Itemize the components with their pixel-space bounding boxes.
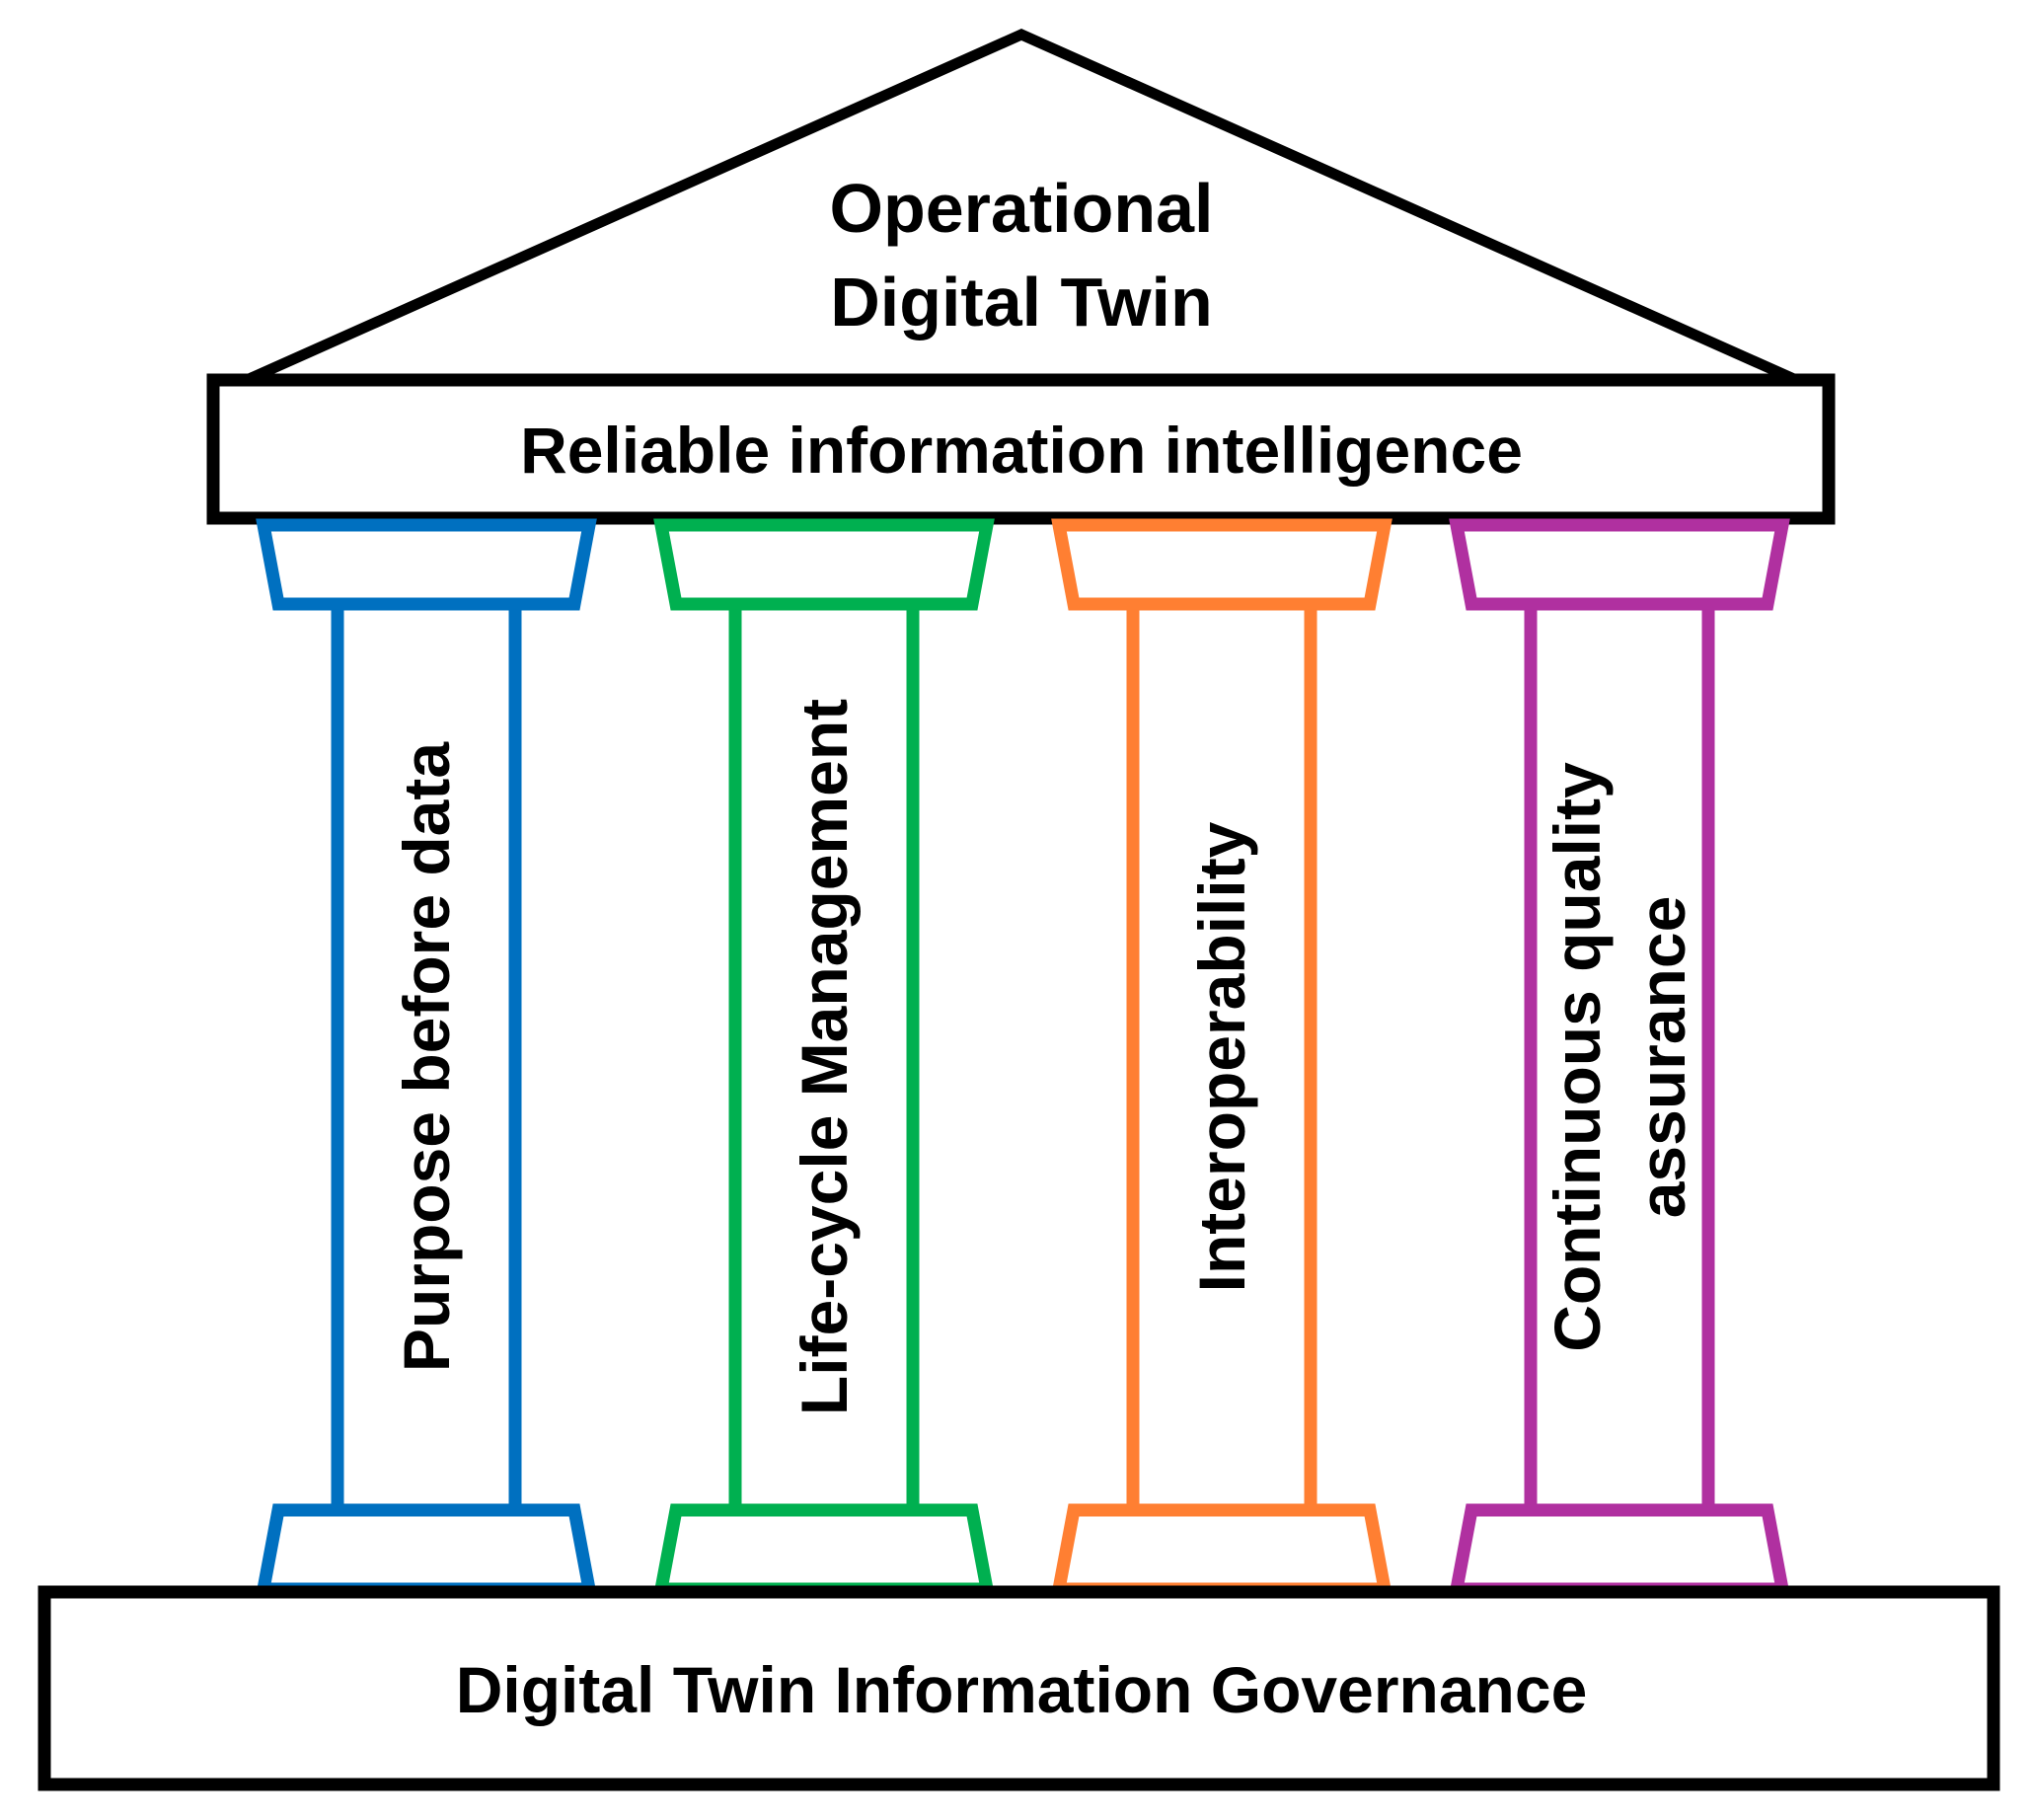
roof-title-line2: Digital Twin <box>830 264 1213 341</box>
pillar-label: assurance <box>1625 896 1698 1219</box>
roof-title-line1: Operational <box>830 170 1214 247</box>
pillar-capital <box>256 518 597 611</box>
pillar-base <box>1051 1503 1392 1596</box>
pillar-capital <box>1051 518 1392 611</box>
foundation-label: Digital Twin Information Governance <box>456 1653 1588 1726</box>
pillar-capital <box>1449 518 1790 611</box>
pillar-shaft <box>1126 597 1317 1517</box>
pillar-label: Continuous quality <box>1541 762 1614 1352</box>
pillar-2: Life-cycle Management <box>653 518 995 1596</box>
pillar-base <box>1449 1503 1790 1596</box>
pillar-3: Interoperability <box>1051 518 1392 1596</box>
pillars-group: Purpose before data Life-cycle Management… <box>256 518 1790 1596</box>
pillar-1: Purpose before data <box>256 518 597 1596</box>
pillar-label: Interoperability <box>1185 821 1258 1292</box>
pillar-base <box>256 1503 597 1596</box>
beam-label: Reliable information intelligence <box>520 414 1523 487</box>
pillar-capital <box>653 518 995 611</box>
pillar-label: Life-cycle Management <box>788 699 861 1415</box>
pillar-label: Purpose before data <box>390 741 463 1372</box>
pillar-shaft <box>728 597 920 1517</box>
pillar-base <box>653 1503 995 1596</box>
beam-box <box>206 373 1836 525</box>
foundation-box <box>38 1585 2000 1791</box>
